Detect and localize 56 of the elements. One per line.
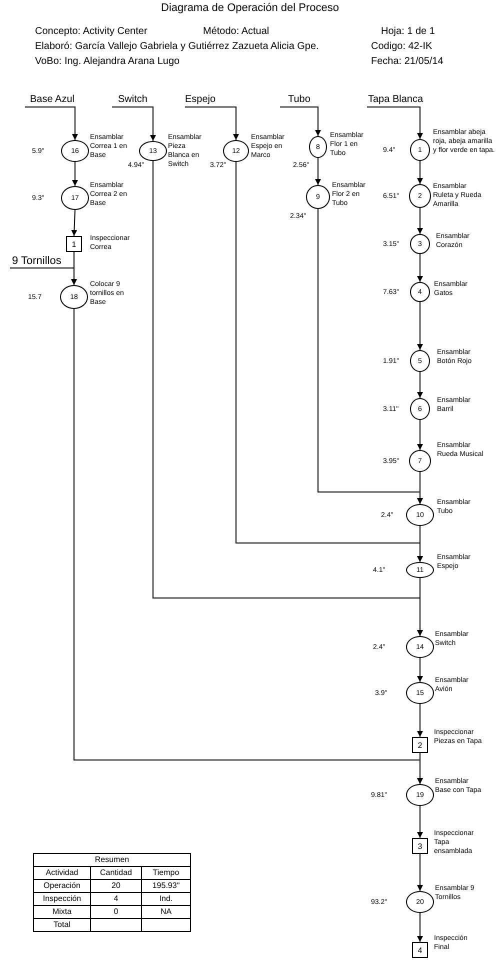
flow-arrow [24, 106, 78, 140]
header-field: VoBo: Ing. Alejandra Arana Lugo [35, 56, 180, 67]
table-cell: Operación [34, 880, 90, 892]
header-field: Elaboró: García Vallejo Gabriela y Gutiérrez Zazueta Alicia Gpe. [35, 41, 319, 52]
inspection-box: 2 [412, 737, 428, 753]
flow-arrow [318, 208, 423, 504]
header-field: Fecha: 21/05/14 [371, 56, 444, 67]
material-label: Espejo [185, 93, 216, 107]
flow-arrow [10, 268, 77, 286]
flow-arrow [417, 912, 423, 942]
flow-arrow [417, 806, 423, 838]
table-cell: 20 [90, 880, 142, 892]
inspection-box: 3 [412, 838, 428, 854]
flow-arrow [417, 420, 423, 450]
material-label: Tapa Blanca [367, 93, 424, 107]
flow-arrow [417, 254, 423, 282]
flow-arrow [112, 106, 156, 142]
material-label: Switch [112, 93, 148, 107]
flow-arrow [417, 372, 423, 398]
material-label: Base Azul [25, 93, 74, 107]
inspection-box: 1 [66, 236, 82, 252]
header-field: Método: Actual [203, 26, 270, 37]
table-header: Resumen [34, 854, 190, 866]
flow-arrow [74, 308, 423, 784]
table-cell: 0 [90, 906, 142, 918]
table-cell: Total [34, 918, 90, 932]
table-cell: Actividad [34, 866, 90, 880]
table-cell: 195.93" [142, 880, 190, 892]
table-cell: NA [142, 906, 190, 918]
material-label: Tubo [280, 93, 310, 107]
flow-arrow [72, 162, 78, 186]
table-cell: 4 [90, 892, 142, 906]
header-field: Codigo: 42-IK [371, 41, 432, 52]
inspection-box: 4 [412, 942, 428, 958]
table-cell: Tiempo [142, 866, 190, 880]
flow-arrow [417, 302, 423, 350]
flow-arrow [184, 106, 239, 140]
flow-arrow [366, 106, 423, 140]
header-field: Concepto: Activity Center [35, 26, 148, 37]
flow-arrow [280, 106, 321, 136]
flow-arrow [71, 210, 78, 236]
flow-arrow [417, 704, 423, 738]
flow-arrow [417, 854, 423, 892]
flow-arrow [417, 160, 423, 184]
material-label: 9 Tornillos [10, 254, 62, 268]
table-cell: Ind. [142, 892, 190, 906]
flow-arrow [417, 658, 423, 682]
header-field: Hoja: 1 de 1 [381, 26, 435, 37]
table-cell: Cantidad [90, 866, 142, 880]
flow-arrow [417, 208, 423, 234]
flow-arrow [236, 162, 423, 562]
diagram-title: Diagrama de Operación del Proceso [160, 2, 340, 14]
table-cell: Mixta [34, 906, 90, 918]
table-cell: Inspección [34, 892, 90, 906]
flow-arrow [315, 158, 321, 186]
flow-arrow [152, 160, 423, 636]
